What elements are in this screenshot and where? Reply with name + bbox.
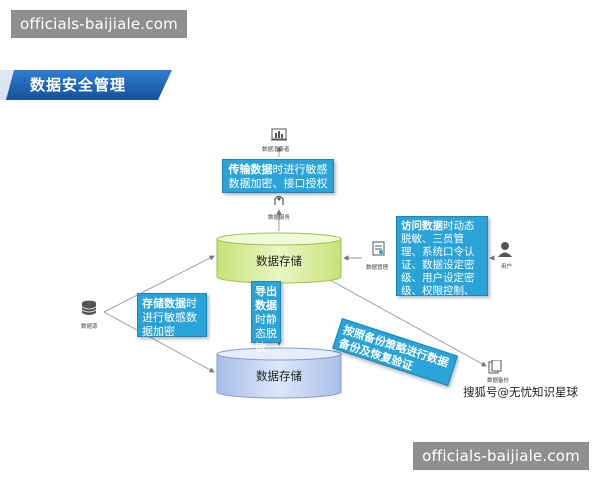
section-banner: 数据安全管理	[0, 70, 172, 100]
note-export-bold: 导出数据	[255, 285, 277, 312]
note-access-bold: 访问数据	[401, 220, 443, 232]
banner-title: 数据安全管理	[30, 76, 127, 94]
note-transfer-bold: 传输数据	[228, 163, 273, 176]
service-icon	[274, 195, 284, 205]
watermark-top: officials-baijiale.com	[11, 10, 187, 38]
arrow-source-to-storage	[103, 255, 215, 313]
consumer-icon	[271, 128, 287, 141]
source-icon	[81, 300, 97, 315]
note-storage-text: 时进行敏感数据加密	[142, 297, 197, 338]
banner-shape	[0, 70, 172, 100]
note-access-text: 时动态脱敏、三员管理、系统口令认证、数据设定密级、用户设定密级、权限控制、审计日…	[401, 220, 475, 310]
secondary-storage-label: 数据存储	[256, 369, 302, 383]
watermark-bottom: officials-baijiale.com	[413, 442, 589, 470]
note-transfer-text: 时进行敏感数据加密、接口授权	[228, 163, 328, 190]
arrow-source-to-backup-db	[103, 311, 215, 373]
note-export-text: 时静态脱敏	[255, 313, 277, 354]
note-export: 导出数据时静态脱敏	[251, 281, 281, 354]
management-icon	[372, 241, 385, 256]
consumer-label: 数据消费者	[262, 147, 290, 153]
service-label: 数据服务	[268, 215, 291, 221]
primary-storage-cylinder: 数据存储	[216, 232, 342, 284]
note-transfer: 传输数据时进行敏感数据加密、接口授权	[222, 159, 334, 193]
user-icon	[498, 242, 512, 257]
management-label: 数据管理	[366, 265, 389, 271]
note-access: 访问数据时动态脱敏、三员管理、系统口令认证、数据设定密级、用户设定密级、权限控制…	[396, 216, 488, 310]
note-storage: 存储数据时进行敏感数据加密	[137, 293, 207, 338]
primary-storage-shape	[216, 232, 342, 284]
source-credit: 搜狐号@无忧知识星球	[463, 385, 578, 399]
note-storage-bold: 存储数据	[142, 297, 186, 310]
secondary-storage-cylinder: 数据存储	[216, 347, 342, 399]
backup-icon	[488, 360, 502, 374]
source-label: 数据源	[81, 324, 98, 330]
primary-storage-label: 数据存储	[256, 254, 302, 268]
user-label: 用户	[501, 264, 513, 270]
backup-label: 数据备份	[487, 378, 510, 384]
secondary-storage-shape	[216, 347, 342, 399]
arrow-storage-to-backup	[329, 279, 487, 367]
